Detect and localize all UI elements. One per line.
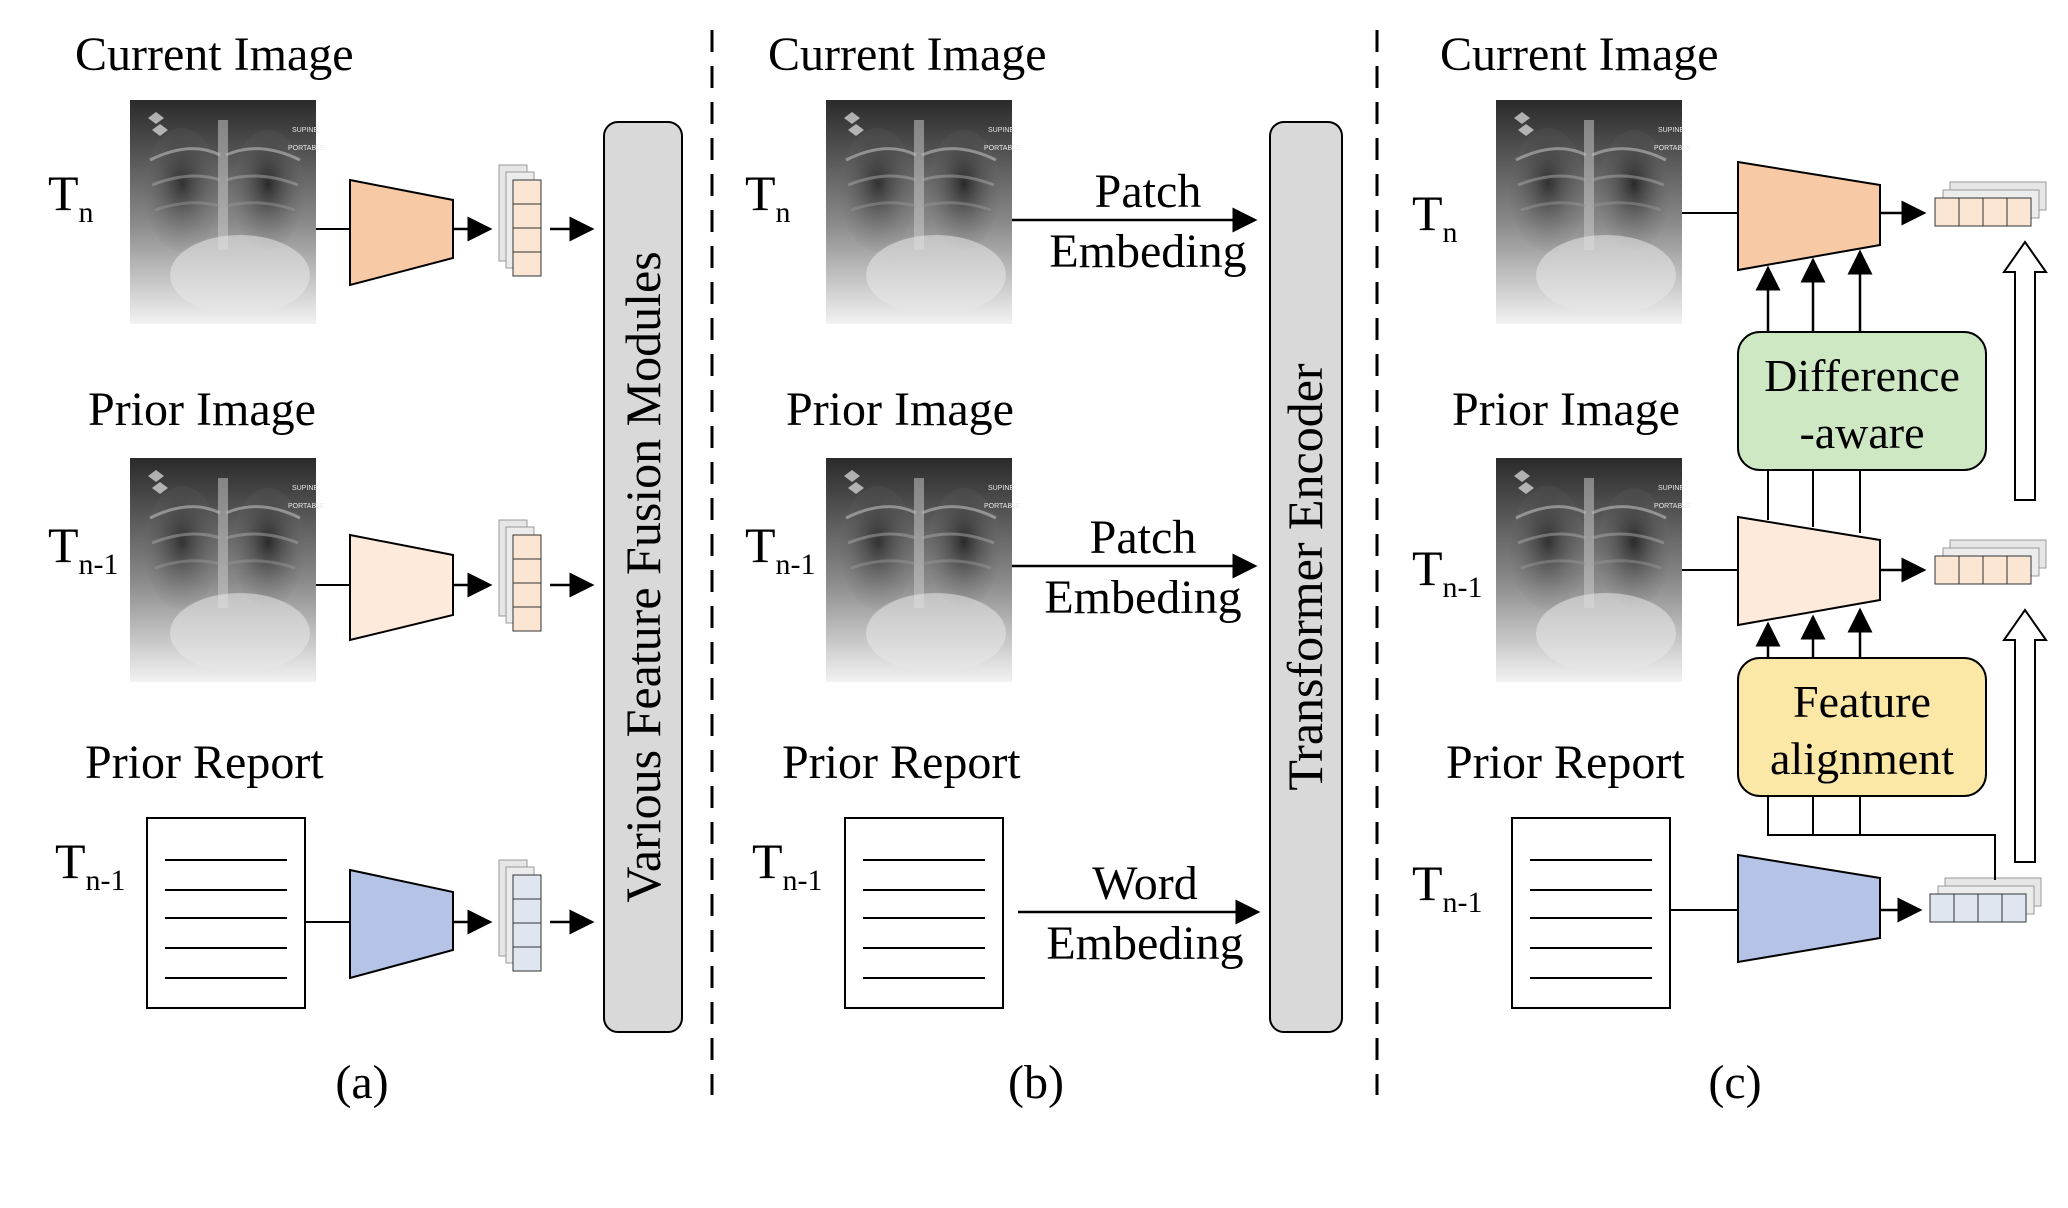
alignment-connectors (1767, 796, 1996, 880)
xray-label-portable: PORTABLE (288, 503, 325, 510)
prior-feature-stack (1934, 539, 2047, 585)
xray-label-supine: SUPINE (292, 485, 318, 492)
panel-c: Current Image Prior Image Prior Report T… (1412, 28, 2048, 1109)
prior-image-label: Prior Image (88, 383, 316, 436)
prior-to-current-hollow-arrow (2002, 240, 2048, 501)
feature-alignment-line2: alignment (1770, 733, 1954, 784)
panel-b: Current Image Prior Image Prior Report T… (745, 28, 1343, 1109)
report-lines (1530, 859, 1652, 979)
current-feature-stack (1934, 181, 2047, 227)
panel-a: Current Image Prior Image Prior Report T… (48, 28, 683, 1109)
transformer-encoder-label: Transformer Encoder (1277, 363, 1333, 791)
fusion-modules-box (603, 121, 683, 1033)
report-feature-stack (498, 859, 542, 972)
report-lines (863, 859, 985, 979)
report-encoder (1737, 853, 1881, 964)
current-image-label: Current Image (75, 28, 354, 81)
time-label-tn-1: Tn-1 (1412, 540, 1483, 604)
xray-label-supine: SUPINE (1658, 485, 1684, 492)
prior-to-diff-connectors (1767, 470, 1861, 533)
caption-c: (c) (1708, 1056, 1761, 1109)
prior-report-document (844, 817, 1004, 1009)
current-image-encoder (349, 178, 454, 287)
current-image-label: Current Image (768, 28, 1047, 81)
current-feature-stack (498, 164, 542, 277)
caption-a: (a) (335, 1056, 388, 1109)
prior-image-encoder (349, 533, 454, 642)
prior-feature-stack (498, 519, 542, 632)
alignment-to-prior-arrows (1755, 607, 1873, 658)
xray-label-supine: SUPINE (988, 127, 1014, 134)
difference-aware-box (1737, 331, 1987, 471)
diff-to-current-arrows (1755, 249, 1873, 332)
transformer-encoder-box (1269, 121, 1343, 1033)
prior-image-label: Prior Image (1452, 383, 1680, 436)
current-image-label: Current Image (1440, 28, 1719, 81)
xray-label-portable: PORTABLE (1654, 145, 1691, 152)
xray-overlay-labels: SUPINE PORTABLE SUPINE PORTABLE SUPINE P… (288, 127, 1691, 510)
time-label-report-tn-1: Tn-1 (55, 833, 126, 897)
difference-aware-line2: -aware (1799, 407, 1924, 458)
fusion-modules-label: Various Feature Fusion Modules (615, 251, 671, 902)
report-lines (165, 859, 287, 979)
xray-label-supine: SUPINE (988, 485, 1014, 492)
patch-embed-1-line1: Patch (1095, 165, 1202, 218)
current-xray-image (130, 100, 316, 324)
word-embed-line2: Embeding (1046, 917, 1243, 970)
prior-xray-image (130, 458, 316, 682)
time-label-tn: Tn (1412, 185, 1458, 249)
word-embed-line1: Word (1092, 857, 1197, 910)
feature-alignment-box (1737, 657, 1987, 797)
xray-label-portable: PORTABLE (984, 503, 1021, 510)
report-to-prior-hollow-arrow (2002, 608, 2048, 863)
prior-xray-image (826, 458, 1012, 682)
prior-report-label: Prior Report (85, 736, 324, 789)
prior-report-document (1511, 817, 1671, 1009)
caption-b: (b) (1008, 1056, 1064, 1109)
feature-alignment-line1: Feature (1793, 676, 1931, 727)
xray-label-supine: SUPINE (1658, 127, 1684, 134)
prior-image-encoder (1737, 515, 1881, 627)
patch-embed-2-line2: Embeding (1044, 571, 1241, 624)
prior-report-document (146, 817, 306, 1009)
current-image-encoder (1737, 160, 1881, 272)
xray-label-portable: PORTABLE (288, 145, 325, 152)
current-xray-image (826, 100, 1012, 324)
time-label-tn-1: Tn-1 (48, 517, 119, 581)
difference-aware-line1: Difference (1764, 350, 1960, 401)
time-label-tn-1: Tn-1 (745, 517, 816, 581)
current-xray-image (1496, 100, 1682, 324)
report-feature-stack (1929, 877, 2042, 923)
xray-label-portable: PORTABLE (1654, 503, 1691, 510)
patch-embed-2-line1: Patch (1090, 511, 1197, 564)
xray-label-supine: SUPINE (292, 127, 318, 134)
prior-report-label: Prior Report (782, 736, 1021, 789)
prior-report-label: Prior Report (1446, 736, 1685, 789)
time-label-report-tn-1: Tn-1 (1412, 855, 1483, 919)
prior-image-label: Prior Image (786, 383, 1014, 436)
patch-embed-1-line2: Embeding (1049, 225, 1246, 278)
report-encoder (349, 868, 454, 980)
time-label-tn: Tn (745, 165, 791, 229)
time-label-tn: Tn (48, 165, 94, 229)
time-label-report-tn-1: Tn-1 (752, 833, 823, 897)
prior-xray-image (1496, 458, 1682, 682)
xray-label-portable: PORTABLE (984, 145, 1021, 152)
